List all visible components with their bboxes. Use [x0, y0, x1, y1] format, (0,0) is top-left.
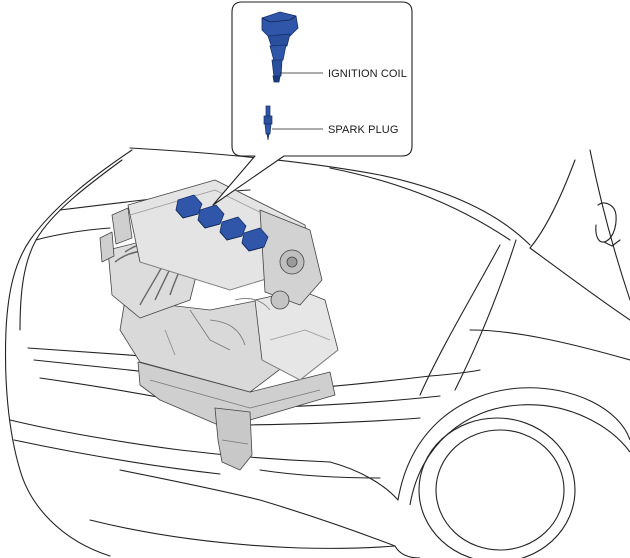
spark-plug-part: [263, 105, 273, 141]
spark-plug-label: SPARK PLUG: [328, 124, 399, 136]
front-wheel: [394, 387, 630, 558]
ignition-coil-group: [175, 194, 269, 252]
engine-assembly: [99, 179, 339, 471]
callout-box: [212, 1, 413, 206]
car-body-outline: [4, 147, 630, 557]
ignition-coil-label: IGNITION COIL: [328, 68, 407, 80]
ignition-coil-part: [261, 11, 299, 83]
